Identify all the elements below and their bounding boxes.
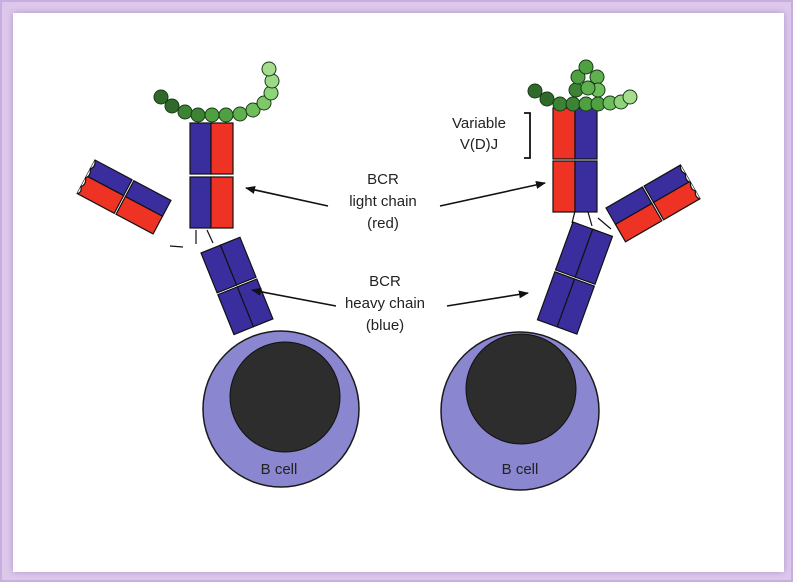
arrow-light-chain-right [439, 181, 546, 207]
variable-label: Variable V(D)J [452, 115, 506, 153]
heavy-chain-label-line2: heavy chain [345, 295, 425, 312]
light-chain-label: BCR light chain (red) [349, 171, 417, 232]
variable-label-line1: Variable [452, 115, 506, 132]
hinge-line [206, 229, 214, 244]
heavy-chain-stem-left [200, 236, 274, 336]
heavy-chain-stem-right [536, 221, 614, 335]
angled-arm-right [605, 164, 701, 243]
antigen-chain-right [527, 59, 638, 112]
light-chain-label-line1: BCR [367, 171, 399, 188]
right-receptor: B cell [440, 59, 701, 491]
hinge-line [169, 245, 184, 248]
arrow-heavy-chain-right [446, 290, 529, 307]
arrow-light-chain-left [245, 186, 329, 207]
antigen-chain-left [153, 61, 280, 123]
variable-bracket [524, 112, 531, 159]
b-cell-label-right: B cell [502, 461, 539, 478]
diagram-panel [13, 13, 784, 572]
heavy-chain-label: BCR heavy chain (blue) [345, 273, 425, 334]
b-cell-label-left: B cell [261, 461, 298, 478]
arrow-heavy-chain-left [251, 287, 337, 307]
left-receptor: B cell [76, 61, 360, 488]
heavy-chain-label-line3: (blue) [366, 317, 404, 334]
hinge-line [597, 217, 612, 230]
variable-label-line2: V(D)J [460, 136, 498, 153]
light-chain-label-line2: light chain [349, 193, 417, 210]
vertical-arm-right [552, 107, 598, 213]
b-cell-nucleus-left [229, 341, 341, 453]
heavy-chain-label-line1: BCR [369, 273, 401, 290]
hinge-line [571, 210, 576, 224]
light-chain-label-line3: (red) [367, 215, 399, 232]
angled-arm-left [76, 159, 172, 235]
hinge-line [587, 211, 593, 227]
vertical-arm-left [189, 122, 234, 229]
b-cell-nucleus-right [465, 333, 577, 445]
